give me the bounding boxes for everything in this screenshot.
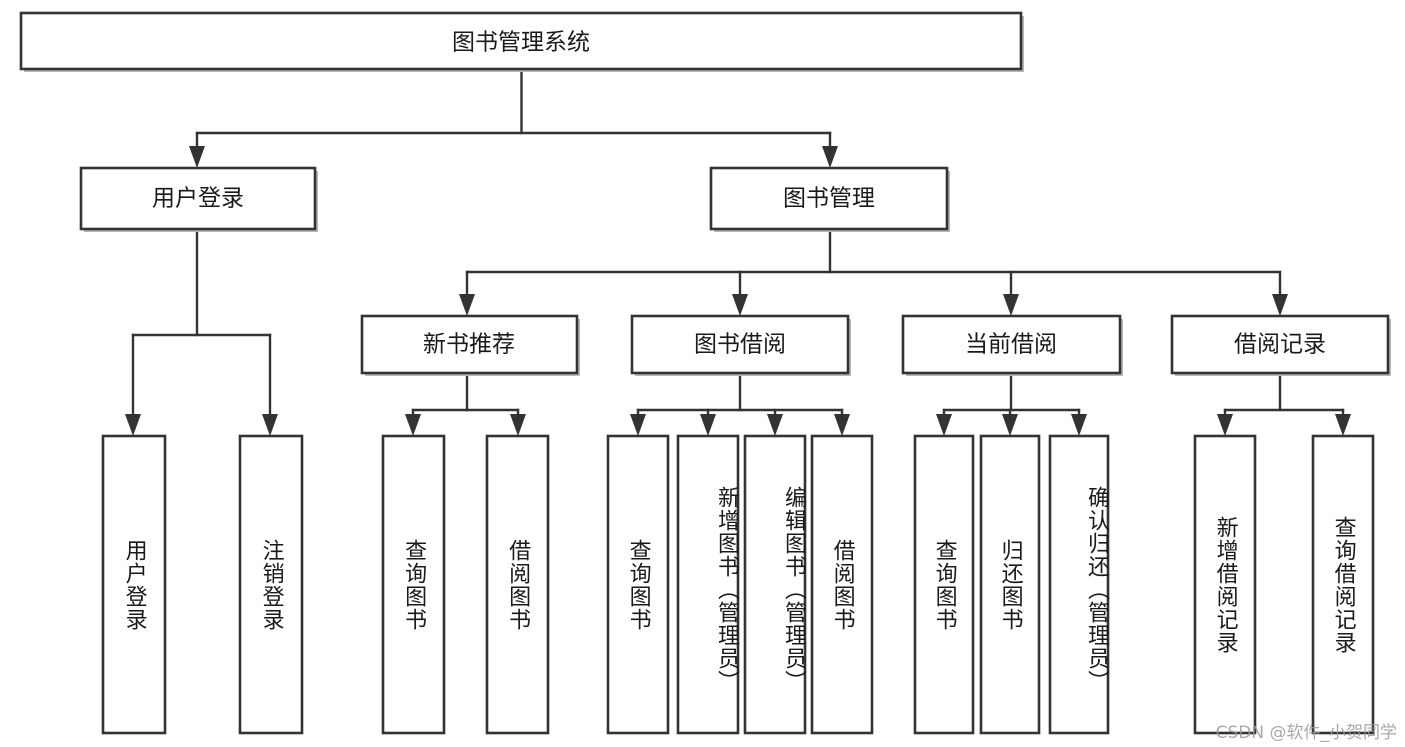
borrow-record-box[interactable] (1170, 314, 1390, 375)
book-management-label: 图书管理 (783, 186, 875, 212)
arrow-head-user-login (189, 146, 205, 168)
arrow-head-leaf-query-book-3 (936, 414, 952, 436)
book-borrow-label: 图书借阅 (694, 332, 786, 358)
node-user-login[interactable]: 用户登录 (79, 166, 318, 232)
edge-layer (125, 68, 1351, 436)
book-borrow-box[interactable] (630, 314, 850, 375)
new-book-recommend-label: 新书推荐 (423, 332, 515, 358)
leaf-box-add-record[interactable] (1193, 434, 1257, 735)
root-box[interactable] (19, 11, 1023, 71)
arrow-head-current-borrow (1003, 294, 1019, 316)
arrow-head-leaf-add-record (1217, 414, 1233, 436)
node-borrow-record[interactable]: 借阅记录 (1170, 314, 1391, 376)
leaf-box-query-book-1[interactable] (381, 434, 446, 735)
user-login-box[interactable] (79, 166, 317, 231)
node-new-book-recommend[interactable]: 新书推荐 (360, 314, 580, 376)
leaf-box-add-book[interactable] (676, 434, 740, 735)
leaf-box-borrow-book-2[interactable] (810, 434, 874, 735)
leaf-box-query-book-2[interactable] (606, 434, 670, 735)
watermark-text: CSDN @软件_小贺同学 (1215, 723, 1397, 743)
root-label: 图书管理系统 (452, 30, 590, 56)
node-book-management[interactable]: 图书管理 (709, 166, 950, 232)
arrow-head-leaf-user-login (125, 414, 141, 436)
node-book-borrow[interactable]: 图书借阅 (630, 314, 851, 376)
arrow-head-leaf-borrow-book-2 (834, 414, 850, 436)
arrow-head-leaf-add-book (700, 414, 716, 436)
arrow-head-leaf-edit-book (767, 414, 783, 436)
arrow-head-leaf-query-book-1 (405, 414, 421, 436)
arrow-head-book-management (822, 146, 838, 168)
arrow-head-leaf-borrow-book-1 (510, 414, 526, 436)
leaf-box-user-logout[interactable] (238, 434, 304, 735)
leaf-box-query-book-3[interactable] (913, 434, 975, 735)
leaf-box-edit-book[interactable] (743, 434, 807, 735)
node-root[interactable]: 图书管理系统 (19, 11, 1024, 72)
user-login-label: 用户登录 (152, 186, 244, 212)
arrow-head-leaf-query-record (1335, 414, 1351, 436)
node-current-borrow[interactable]: 当前借阅 (901, 314, 1123, 376)
leaf-box-confirm-return[interactable] (1048, 434, 1110, 735)
new-book-recommend-box[interactable] (360, 314, 579, 375)
arrow-head-leaf-user-logout (262, 414, 278, 436)
arrow-head-leaf-confirm-return (1071, 414, 1087, 436)
arrow-head-leaf-query-book-2 (630, 414, 646, 436)
leaf-box-layer (101, 434, 1375, 735)
leaf-box-query-record[interactable] (1311, 434, 1375, 735)
leaf-box-user-login[interactable] (101, 434, 167, 735)
arrow-head-borrow-record (1272, 294, 1288, 316)
book-management-box[interactable] (709, 166, 949, 231)
leaf-box-borrow-book-1[interactable] (485, 434, 550, 735)
arrow-head-book-borrow (732, 294, 748, 316)
leaf-box-return-book[interactable] (979, 434, 1041, 735)
arrow-head-new-book-recommend (459, 294, 475, 316)
current-borrow-label: 当前借阅 (965, 332, 1057, 358)
arrow-head-leaf-return-book (1002, 414, 1018, 436)
borrow-record-label: 借阅记录 (1234, 332, 1326, 358)
current-borrow-box[interactable] (901, 314, 1122, 375)
